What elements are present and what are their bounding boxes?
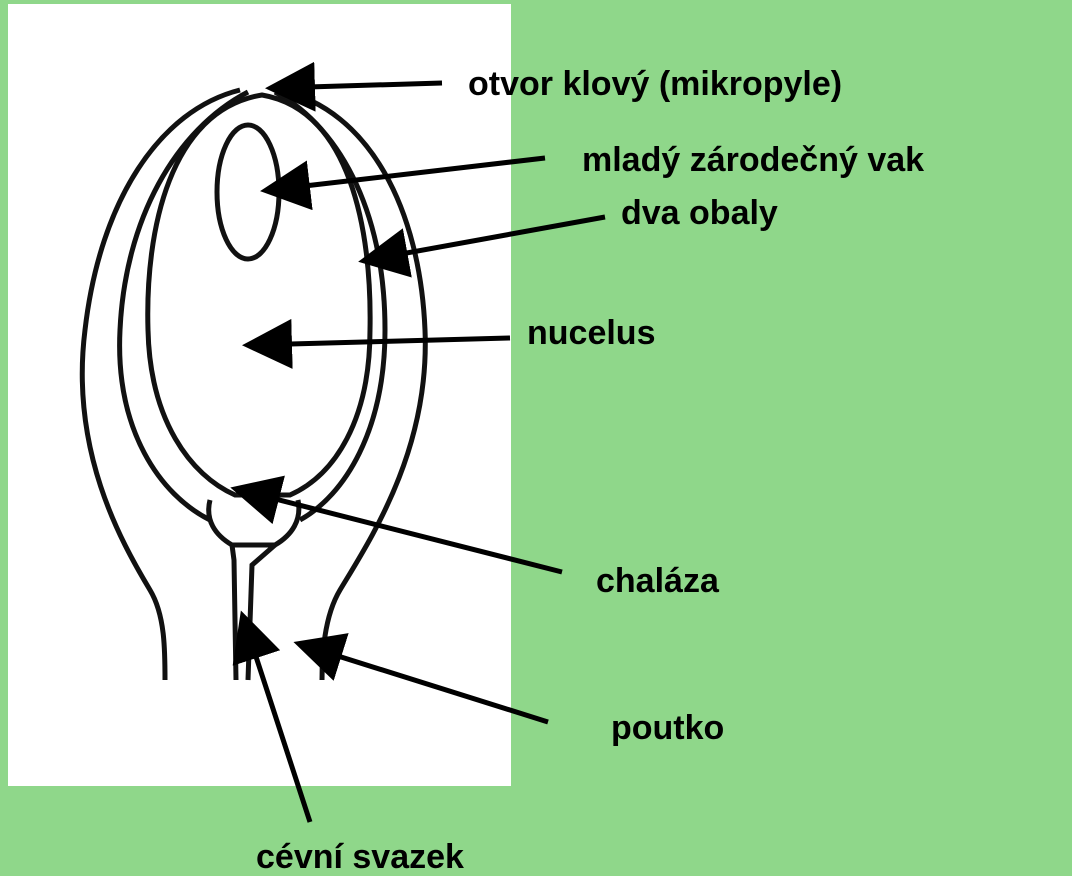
label-chalaza: chaláza: [596, 564, 719, 598]
nucellus-outline: [148, 95, 370, 495]
arrow-embryo-sac: [270, 158, 545, 190]
label-micropyle: otvor klový (mikropyle): [468, 67, 842, 101]
arrow-integuments: [368, 217, 605, 260]
vascular-bundle-strand-right: [248, 545, 275, 680]
label-embryo-sac: mladý zárodečný vak: [582, 143, 924, 177]
vascular-bundle-strand-left: [232, 545, 236, 680]
label-integuments: dva obaly: [621, 196, 778, 230]
chalaza-cup: [209, 500, 299, 545]
label-nucellus: nucelus: [527, 316, 655, 350]
arrow-vascular-bundle: [244, 620, 310, 822]
arrow-funicle: [303, 645, 548, 722]
label-vascular-bundle: cévní svazek: [256, 840, 464, 874]
arrow-nucellus: [252, 338, 510, 345]
arrow-micropyle: [275, 83, 442, 88]
embryo-sac: [217, 125, 279, 259]
label-funicle: poutko: [611, 711, 724, 745]
